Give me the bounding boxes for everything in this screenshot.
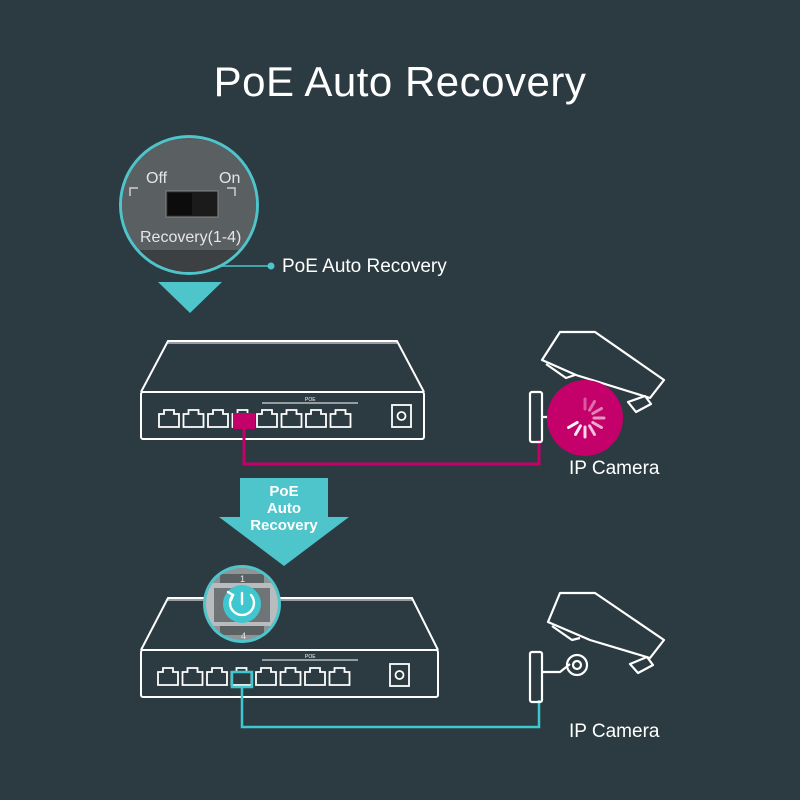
spinner-tick: [574, 424, 582, 436]
callout-pointer: [158, 282, 222, 313]
spinner-tick: [591, 421, 603, 429]
dip-switch-zoom: [119, 135, 259, 275]
ethernet-port: [279, 667, 302, 686]
ethernet-port: [182, 409, 205, 428]
auto-recovery-arrow: [219, 478, 349, 566]
svg-text:POE: POE: [305, 397, 316, 403]
switch-recovery-label: Recovery(1-4): [140, 229, 242, 246]
arrow-caption-line: PoE: [269, 483, 299, 500]
spinner-tick: [588, 424, 596, 436]
dc-jack-top: [391, 404, 412, 428]
ethernet-port: [207, 409, 229, 428]
ethernet-port: [181, 667, 204, 686]
ethernet-port: [256, 409, 278, 428]
poe-switch-top: POE: [140, 340, 425, 440]
callout-label: PoE Auto Recovery: [282, 256, 447, 277]
switch-on-label: On: [219, 170, 241, 187]
loading-spinner-icon: [567, 397, 606, 439]
ethernet-port: [255, 667, 277, 686]
dc-jack-bottom: [389, 663, 410, 687]
arrow-caption: PoE Auto Recovery: [236, 483, 332, 534]
ethernet-port: [304, 667, 326, 686]
ethernet-port: [328, 667, 351, 686]
page-title: PoE Auto Recovery: [213, 58, 587, 105]
callout-leader: [218, 262, 275, 270]
ethernet-port: [329, 409, 352, 428]
port-number-top: 1: [240, 574, 246, 584]
camera-label-top: IP Camera: [569, 458, 660, 479]
camera-error-indicator: [547, 380, 623, 456]
camera-label-bottom: IP Camera: [569, 721, 660, 742]
ethernet-port: [280, 409, 303, 428]
spinner-tick: [567, 421, 579, 429]
arrow-caption-line: Recovery: [250, 517, 318, 534]
ethernet-port: [206, 667, 228, 686]
ip-camera-bottom: [528, 591, 666, 704]
cable-top-error: [233, 413, 541, 466]
cable-bottom-recovered: [230, 670, 541, 729]
ethernet-port: [230, 667, 253, 686]
ip-camera-top: [528, 330, 666, 444]
port-number-bottom: 4: [241, 631, 247, 641]
ethernet-port: [305, 409, 327, 428]
arrow-caption-line: Auto: [266, 500, 302, 517]
power-recovery-icon: [226, 590, 256, 617]
ethernet-port: [158, 409, 180, 428]
spinner-tick: [591, 407, 603, 415]
port-recovery-zoom: [203, 565, 281, 643]
poe-switch-bottom: POE: [140, 597, 439, 698]
ethernet-port: [157, 667, 179, 686]
spinner-tick: [588, 400, 596, 412]
svg-text:POE: POE: [305, 654, 316, 660]
port-row-bottom: [157, 667, 351, 686]
switch-off-label: Off: [146, 170, 168, 187]
